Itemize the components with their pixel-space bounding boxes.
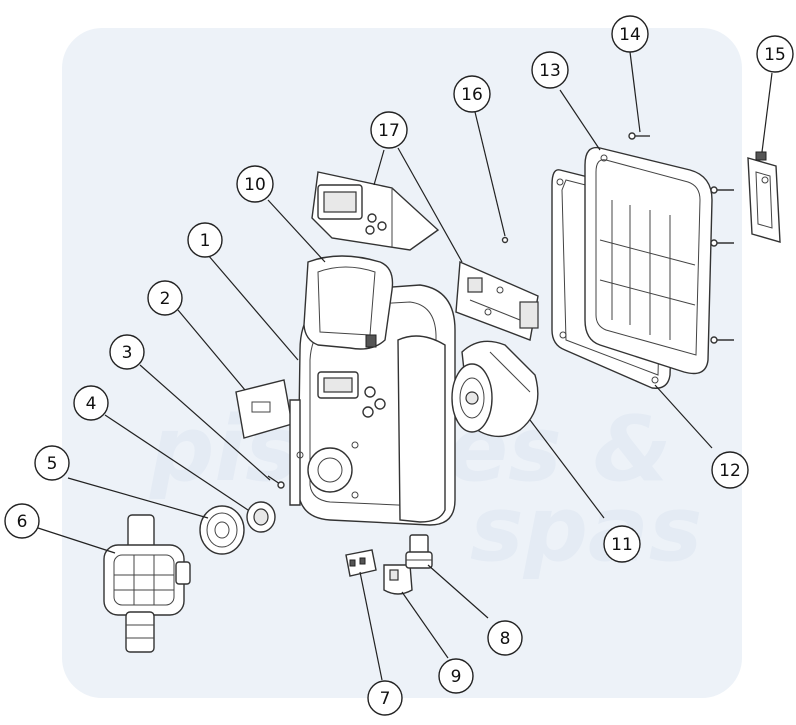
leader-8 <box>427 564 489 619</box>
callout-10: 10 <box>236 165 274 203</box>
callout-3: 3 <box>109 334 145 370</box>
callout-16-label: 16 <box>461 85 483 105</box>
part-6-pump-head <box>103 514 191 653</box>
callout-8-label: 8 <box>500 629 511 649</box>
leader-16 <box>474 111 506 237</box>
callout-6: 6 <box>4 503 40 539</box>
part-8-cable-gland <box>405 534 433 569</box>
callouts: 1 2 3 4 5 6 7 8 9 10 11 12 13 14 15 16 1… <box>4 15 794 716</box>
callout-2-label: 2 <box>160 289 171 309</box>
callout-13-label: 13 <box>539 61 561 81</box>
callout-6-label: 6 <box>17 512 28 532</box>
leader-13 <box>559 89 601 151</box>
leader-9 <box>401 591 449 659</box>
part-17-control-panel <box>311 171 440 251</box>
leader-14 <box>629 51 641 133</box>
callout-17-label: 17 <box>378 121 400 141</box>
leader-17a <box>373 149 385 186</box>
leader-1 <box>207 254 299 361</box>
callout-8: 8 <box>487 620 523 656</box>
callout-4-label: 4 <box>86 394 97 414</box>
leader-17b <box>397 147 463 263</box>
callout-15-label: 15 <box>764 45 786 65</box>
callout-14-label: 14 <box>619 25 641 45</box>
part-14-screws <box>628 132 734 344</box>
callout-2: 2 <box>147 280 183 316</box>
callout-15: 15 <box>756 35 794 73</box>
callout-1: 1 <box>187 222 223 258</box>
part-10-cover <box>303 255 394 350</box>
leader-4 <box>104 414 249 511</box>
callout-10-label: 10 <box>244 175 266 195</box>
leader-lines <box>37 51 773 681</box>
leader-7 <box>359 571 383 681</box>
callout-9: 9 <box>438 658 474 694</box>
part-4-seal <box>246 501 276 533</box>
leader-15 <box>761 72 773 153</box>
callout-3-label: 3 <box>122 343 133 363</box>
callout-11-label: 11 <box>611 535 633 555</box>
part-7-connector <box>345 549 377 577</box>
callout-13: 13 <box>531 51 569 89</box>
part-13-back-cover <box>584 146 713 375</box>
part-5-diaphragm <box>199 505 245 555</box>
leader-2 <box>177 309 246 391</box>
leader-6 <box>37 527 116 554</box>
callout-11: 11 <box>603 525 641 563</box>
leader-11 <box>529 419 605 519</box>
leader-3 <box>139 364 271 481</box>
callout-14: 14 <box>611 15 649 53</box>
callout-7: 7 <box>367 680 403 716</box>
part-3-screw <box>267 475 285 489</box>
part-16-circuit-board <box>455 236 539 341</box>
callout-17: 17 <box>370 111 408 149</box>
callout-16: 16 <box>453 75 491 113</box>
callout-7-label: 7 <box>380 689 391 709</box>
leader-5 <box>67 477 209 519</box>
callout-5-label: 5 <box>47 454 58 474</box>
leader-12 <box>654 384 713 449</box>
callout-9-label: 9 <box>451 667 462 687</box>
leader-10 <box>267 199 326 263</box>
callout-4: 4 <box>73 385 109 421</box>
callout-12-label: 12 <box>719 461 741 481</box>
part-9-cap <box>383 564 413 595</box>
callout-1-label: 1 <box>200 231 211 251</box>
callout-12: 12 <box>711 451 749 489</box>
watermark-line2: spas <box>470 477 702 582</box>
part-15-bracket <box>747 151 781 243</box>
part-11-motor <box>451 340 539 438</box>
callout-5: 5 <box>34 445 70 481</box>
